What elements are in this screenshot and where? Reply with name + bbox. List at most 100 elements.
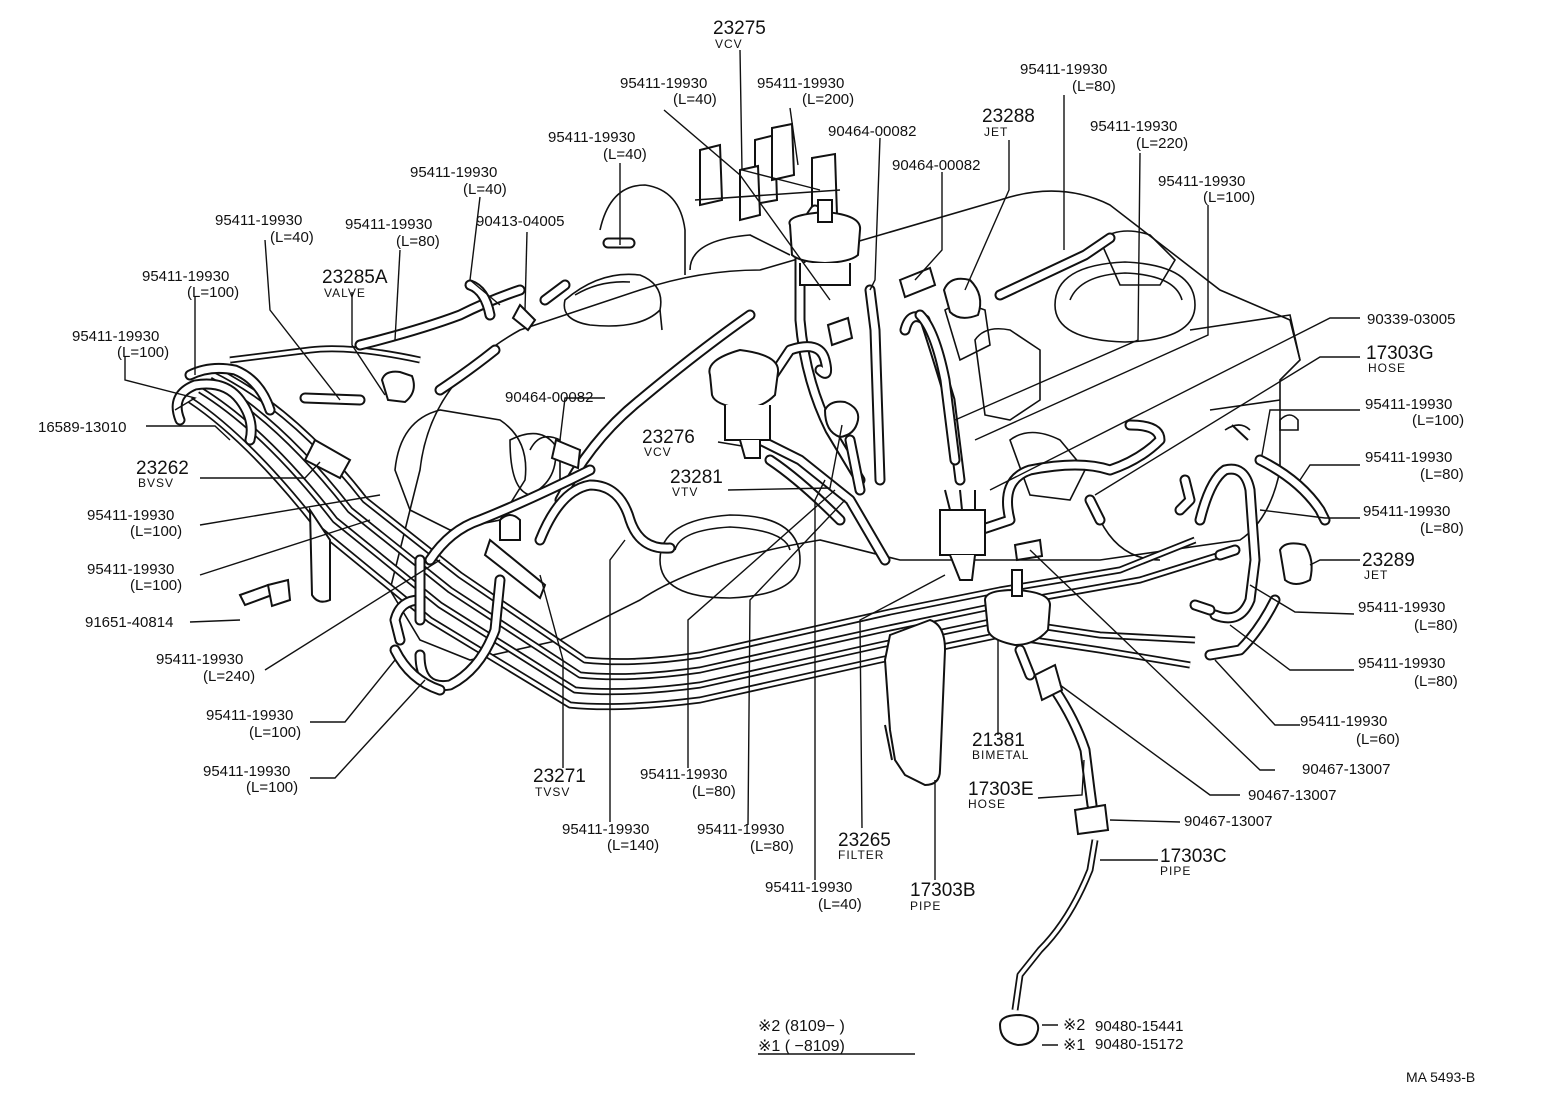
label-90467-13007: 90467-13007 xyxy=(1248,787,1336,804)
label-95411-19930: 95411-19930 xyxy=(640,766,727,783)
vcv-23275 xyxy=(788,210,862,265)
label-l140: (L=140) xyxy=(607,837,659,854)
label-l40: (L=40) xyxy=(270,229,314,246)
components xyxy=(238,199,1313,1047)
label-l100: (L=100) xyxy=(130,523,182,540)
label-90464-00082: 90464-00082 xyxy=(892,157,980,174)
label-23289: 23289 xyxy=(1362,550,1415,571)
label-95411-19930: 95411-19930 xyxy=(620,75,707,92)
label-95411-19930: 95411-19930 xyxy=(1300,713,1387,730)
label-l100: (L=100) xyxy=(246,779,298,796)
label-95411-19930: 95411-19930 xyxy=(697,821,784,838)
label-23271: 23271 xyxy=(533,766,586,787)
label-95411-19930: 95411-19930 xyxy=(1090,118,1177,135)
label-23265: 23265 xyxy=(838,830,891,851)
label-90467-13007: 90467-13007 xyxy=(1302,761,1390,778)
label-95411-19930: 95411-19930 xyxy=(1020,61,1107,78)
label-23275-sub: VCV xyxy=(715,37,743,51)
label-95411-19930: 95411-19930 xyxy=(87,507,174,524)
label-17303b: 17303B xyxy=(910,880,976,901)
label-l80: (L=80) xyxy=(750,838,794,855)
label-23288-sub: JET xyxy=(984,125,1008,139)
label-l80: (L=80) xyxy=(1414,617,1458,634)
label-l80: (L=80) xyxy=(1420,466,1464,483)
label-l240: (L=240) xyxy=(203,668,255,685)
label-21381-sub: BIMETAL xyxy=(972,748,1029,762)
label-95411-19930: 95411-19930 xyxy=(72,328,159,345)
label-17303b-sub: PIPE xyxy=(910,899,941,913)
leader-lines xyxy=(124,49,1360,1055)
label-l100: (L=100) xyxy=(117,344,169,361)
label-l80: (L=80) xyxy=(1420,520,1464,537)
label-95411-19930: 95411-19930 xyxy=(156,651,243,668)
label-l220: (L=220) xyxy=(1136,135,1188,152)
label-95411-19930: 95411-19930 xyxy=(1358,599,1445,616)
label-23276-sub: VCV xyxy=(644,445,672,459)
label-l100: (L=100) xyxy=(1203,189,1255,206)
label-95411-19930: 95411-19930 xyxy=(757,75,844,92)
label-l100: (L=100) xyxy=(187,284,239,301)
label-23285a: 23285A xyxy=(322,267,388,288)
label-95411-19930: 95411-19930 xyxy=(345,216,432,233)
drawing-code: MA 5493-B xyxy=(1406,1069,1475,1085)
label-17303e-sub: HOSE xyxy=(968,797,1006,811)
label-23281: 23281 xyxy=(670,467,723,488)
grommet-note-1-num: 90480-15172 xyxy=(1095,1036,1183,1053)
label-l100: (L=100) xyxy=(249,724,301,741)
label-17303c-sub: PIPE xyxy=(1160,864,1191,878)
label-17303g: 17303G xyxy=(1366,343,1434,364)
distributor-towers xyxy=(694,122,841,222)
grommet-note-2-num: 90480-15441 xyxy=(1095,1018,1183,1035)
label-l80: (L=80) xyxy=(1414,673,1458,690)
label-17303e: 17303E xyxy=(968,779,1034,800)
label-23288: 23288 xyxy=(982,106,1035,127)
label-95411-19930: 95411-19930 xyxy=(206,707,293,724)
label-90467-13007: 90467-13007 xyxy=(1184,813,1272,830)
label-95411-19930: 95411-19930 xyxy=(1363,503,1450,520)
label-l200: (L=200) xyxy=(802,91,854,108)
label-95411-19930: 95411-19930 xyxy=(1365,449,1452,466)
grommet-note-2-mark: ※2 xyxy=(1063,1017,1085,1034)
label-23289-sub: JET xyxy=(1364,568,1388,582)
label-23276: 23276 xyxy=(642,427,695,448)
label-l40: (L=40) xyxy=(818,896,862,913)
part-labels: 23275 VCV 95411-19930 (L=40) 95411-19930… xyxy=(38,18,1464,913)
label-95411-19930: 95411-19930 xyxy=(203,763,290,780)
label-16589-13010: 16589-13010 xyxy=(38,419,126,436)
label-23275: 23275 xyxy=(713,18,766,39)
label-95411-19930: 95411-19930 xyxy=(1158,173,1245,190)
label-95411-19930: 95411-19930 xyxy=(562,821,649,838)
note-2: ※2 (8109− ) xyxy=(758,1018,845,1035)
label-l40: (L=40) xyxy=(463,181,507,198)
label-23262-sub: BVSV xyxy=(138,476,174,490)
label-95411-19930: 95411-19930 xyxy=(142,268,229,285)
label-l100: (L=100) xyxy=(1412,412,1464,429)
label-21381: 21381 xyxy=(972,730,1025,751)
label-91651-40814: 91651-40814 xyxy=(85,614,173,631)
label-l60: (L=60) xyxy=(1356,731,1400,748)
label-23265-sub: FILTER xyxy=(838,848,884,862)
label-23262: 23262 xyxy=(136,458,189,479)
label-l40: (L=40) xyxy=(673,91,717,108)
label-90464-00082: 90464-00082 xyxy=(505,389,593,406)
label-17303g-sub: HOSE xyxy=(1368,361,1406,375)
label-95411-19930: 95411-19930 xyxy=(548,129,635,146)
notes: ※2 (8109− ) ※1 ( −8109) ※2 90480-15441 ※… xyxy=(758,1017,1475,1085)
label-l100: (L=100) xyxy=(130,577,182,594)
label-90413-04005: 90413-04005 xyxy=(476,213,564,230)
label-l80: (L=80) xyxy=(692,783,736,800)
label-17303c: 17303C xyxy=(1160,846,1227,867)
label-95411-19930: 95411-19930 xyxy=(410,164,497,181)
hoses xyxy=(171,204,1331,1011)
label-95411-19930: 95411-19930 xyxy=(1365,396,1452,413)
label-l40: (L=40) xyxy=(603,146,647,163)
label-90339-03005: 90339-03005 xyxy=(1367,311,1455,328)
vcv-23276 xyxy=(708,348,780,410)
label-95411-19930: 95411-19930 xyxy=(1358,655,1445,672)
label-95411-19930: 95411-19930 xyxy=(87,561,174,578)
label-23281-sub: VTV xyxy=(672,485,698,499)
note-1: ※1 ( −8109) xyxy=(758,1038,845,1055)
label-l80: (L=80) xyxy=(396,233,440,250)
label-23271-sub: TVSV xyxy=(535,785,570,799)
label-23285a-sub: VALVE xyxy=(324,286,366,300)
